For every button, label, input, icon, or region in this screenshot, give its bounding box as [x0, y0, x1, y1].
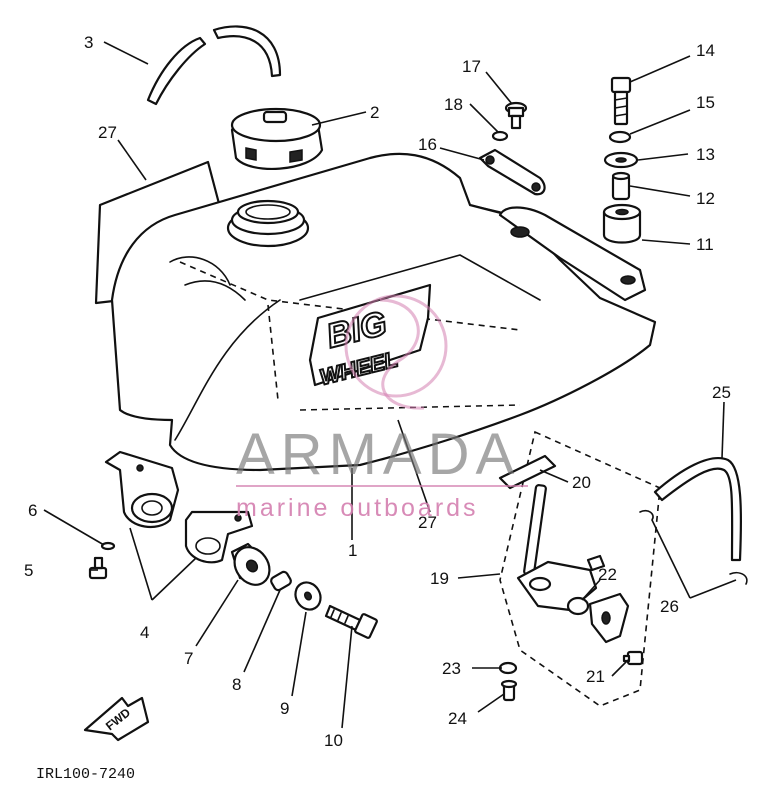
- lock-washer: [608, 130, 632, 144]
- leader-lines: [43, 41, 737, 729]
- hose-clip-upper: [639, 509, 654, 521]
- callout-14: 14: [696, 41, 715, 60]
- small-washer: [100, 541, 116, 551]
- mount-bolt: [610, 76, 632, 126]
- front-bracket-left: [104, 450, 180, 529]
- callout-24: 24: [448, 709, 467, 728]
- callout-2: 2: [370, 103, 379, 122]
- callout-11: 11: [696, 235, 714, 254]
- fuel-cock: [516, 484, 606, 612]
- callout-20: 20: [572, 473, 591, 492]
- watermark-brand: ARMADA: [236, 422, 520, 487]
- damper: [230, 542, 271, 586]
- drawing-code: IRL100-7240: [36, 766, 135, 783]
- watermark-tagline: marine outboards: [236, 494, 479, 522]
- watermark: ARMADA marine outboards: [236, 294, 528, 522]
- strainer-gasket: [498, 454, 557, 490]
- callout-10: 10: [324, 731, 343, 750]
- o-ring: [566, 596, 590, 616]
- callout-12: 12: [696, 189, 715, 208]
- callout-21: 21: [586, 667, 605, 686]
- callout-8: 8: [232, 675, 241, 694]
- callout-19: 19: [430, 569, 449, 588]
- callout-25: 25: [712, 383, 731, 402]
- mount-bolt-front: [324, 604, 378, 639]
- flat-washer: [603, 151, 639, 169]
- callout-18: 18: [444, 95, 463, 114]
- callouts: 3 2 27 1 27 4 5 6 7 8 9 10 11 12 13 15 1…: [24, 33, 731, 750]
- forward-arrow: FWD: [83, 696, 150, 742]
- hose-clip-lower: [729, 571, 748, 585]
- callout-26: 26: [660, 597, 679, 616]
- callout-6: 6: [28, 501, 37, 520]
- cock-screw: [500, 679, 518, 702]
- callout-27-decal: 27: [418, 513, 437, 532]
- callout-7: 7: [184, 649, 193, 668]
- callout-16: 16: [418, 135, 437, 154]
- callout-3: 3: [84, 33, 93, 52]
- spacer: [270, 570, 292, 592]
- fuel-cock-lever: [588, 592, 630, 644]
- callout-5: 5: [24, 561, 33, 580]
- lever-screw: [622, 650, 644, 666]
- front-bracket-right: [184, 510, 254, 564]
- washer: [294, 581, 322, 611]
- bracket-screw: [504, 101, 528, 130]
- callout-22: 22: [598, 565, 617, 584]
- filler-neck: [226, 199, 310, 248]
- callout-4: 4: [140, 623, 149, 642]
- callout-15: 15: [696, 93, 715, 112]
- bracket-washer: [491, 130, 509, 142]
- rear-mount-tab: [498, 206, 647, 302]
- callout-13: 13: [696, 145, 715, 164]
- cock-washer: [498, 661, 518, 675]
- callout-23: 23: [442, 659, 461, 678]
- callout-1: 1: [348, 541, 357, 560]
- callout-9: 9: [280, 699, 289, 718]
- callout-27-cover: 27: [98, 123, 117, 142]
- fuel-hose: [653, 457, 743, 562]
- fuel-cap: [230, 107, 324, 170]
- mount-damper: [602, 203, 642, 244]
- breather-hose: [146, 25, 282, 106]
- callout-17: 17: [462, 57, 481, 76]
- collar: [611, 171, 631, 201]
- small-screw: [88, 556, 108, 580]
- bracket: [478, 148, 546, 196]
